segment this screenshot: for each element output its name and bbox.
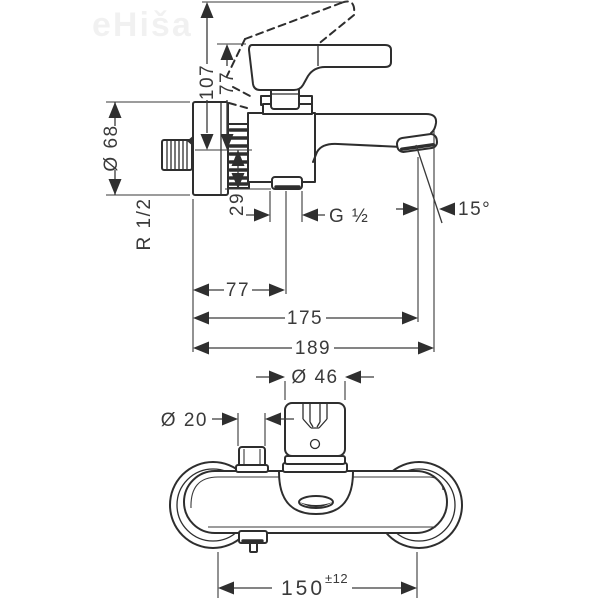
dashed-lever-tip (340, 0, 356, 16)
dim-20-label: Ø 20 (161, 410, 208, 431)
knob-side-lines (243, 449, 261, 465)
arrow-right-icon (269, 370, 285, 384)
dim-77v-label: 77 (217, 71, 238, 95)
arrow-right-icon (402, 311, 418, 325)
dashed-lever-hub-edge-1 (232, 86, 251, 97)
arrow-left-icon (193, 311, 209, 325)
arrow-right-icon (403, 202, 419, 216)
dim-29-label: 29 (227, 192, 248, 216)
arrow-right-icon (222, 412, 238, 426)
arrow-left-icon (439, 202, 455, 216)
aerator-front-slot (299, 502, 333, 507)
arrow-down-icon (231, 173, 245, 189)
watermark-text: eHiša (92, 6, 193, 44)
dimension-77-horizontal: 77 (192, 157, 419, 352)
ext-lines-knob (237, 413, 266, 446)
arrow-right-icon (401, 581, 417, 595)
arrow-down-icon (108, 179, 122, 195)
dimension-175: 175 (193, 308, 418, 329)
dimension-diameter-20: Ø 20 (161, 410, 294, 446)
spout-top-edge (314, 113, 438, 134)
dashed-lever-left-edge (226, 38, 246, 77)
dim-46-label: Ø 46 (291, 367, 338, 388)
arrow-up-icon (200, 2, 214, 18)
spout-underside (312, 142, 403, 163)
dimension-diameter-68: Ø 68 (101, 101, 190, 196)
side-view: 107 77 Ø 68 R 1/2 (101, 0, 491, 359)
shower-outlet-side (271, 176, 303, 190)
ext-lines-escutcheon (106, 101, 190, 196)
handle-front-body (284, 402, 346, 457)
arrow-left-icon (265, 412, 281, 426)
arrow-down-icon (220, 134, 234, 150)
ext-lines-connection-centers (217, 552, 418, 598)
angle-slant-line (415, 144, 443, 224)
dashed-lever-hub-edge-2 (228, 102, 248, 109)
mixer-body (247, 112, 316, 183)
handle-pin-hole (309, 438, 321, 450)
handle-front (282, 402, 348, 473)
diverter-knob (235, 446, 269, 473)
spout-side (312, 113, 439, 163)
aerator-dark-underside (400, 143, 436, 151)
g-half-label: G ½ (329, 206, 369, 227)
arrow-left-icon (302, 208, 318, 222)
handle-base-upper (284, 455, 346, 465)
dim-77h-label: 77 (226, 280, 250, 301)
arrow-up-icon (108, 102, 122, 118)
dim-68-label: Ø 68 (101, 124, 122, 171)
aerator-end (395, 133, 439, 153)
wall-thread-label: R 1/2 (134, 198, 155, 251)
dimension-diameter-46: Ø 46 (256, 367, 374, 400)
faucet-body-front (183, 470, 448, 534)
dimension-g-half: G ½ (246, 191, 369, 294)
knob-flange (235, 464, 269, 473)
arrow-left-icon (193, 283, 209, 297)
ext-lines-handle (284, 381, 346, 400)
dim-150-label: 150 (281, 577, 325, 600)
lever-handle-shape (248, 44, 392, 91)
dim-107-label: 107 (197, 64, 218, 100)
ext-lines-outlet (269, 191, 303, 294)
arrow-right-icon (269, 283, 285, 297)
spout-front-silhouette (278, 471, 354, 515)
arrow-right-icon (418, 341, 434, 355)
dim-150-tolerance: ±12 (325, 571, 348, 586)
dimension-107: 107 (197, 1, 348, 150)
dimension-77-vertical: 77 (217, 43, 246, 150)
dimension-29: 29 (225, 150, 271, 216)
arrow-up-icon (231, 150, 245, 166)
dim-175-label: 175 (287, 308, 323, 329)
arrow-left-icon (193, 341, 209, 355)
arrow-down-icon (200, 134, 214, 150)
lever-end-on-lines (302, 404, 328, 429)
arrow-left-icon (345, 370, 361, 384)
escutcheon-side (192, 101, 229, 196)
arrow-right-icon (254, 208, 270, 222)
arrow-left-icon (218, 581, 234, 595)
angle-label: 15° (458, 199, 491, 220)
dimension-189: 189 (193, 338, 434, 359)
lever-handle-side (248, 44, 392, 91)
faucet-body-side (247, 86, 316, 183)
arrow-up-icon (220, 44, 234, 60)
dimension-150: 150 ±12 (217, 552, 418, 600)
dimension-angle-15: 15° (396, 130, 491, 352)
dim-189-label: 189 (295, 338, 331, 359)
hose-fitting-pin (249, 542, 258, 553)
dashed-lever-top-edge (244, 2, 342, 40)
wall-thread-lines (166, 141, 188, 169)
front-view: Ø 46 Ø 20 150 ±12 (161, 367, 463, 600)
hose-fitting (238, 530, 268, 553)
